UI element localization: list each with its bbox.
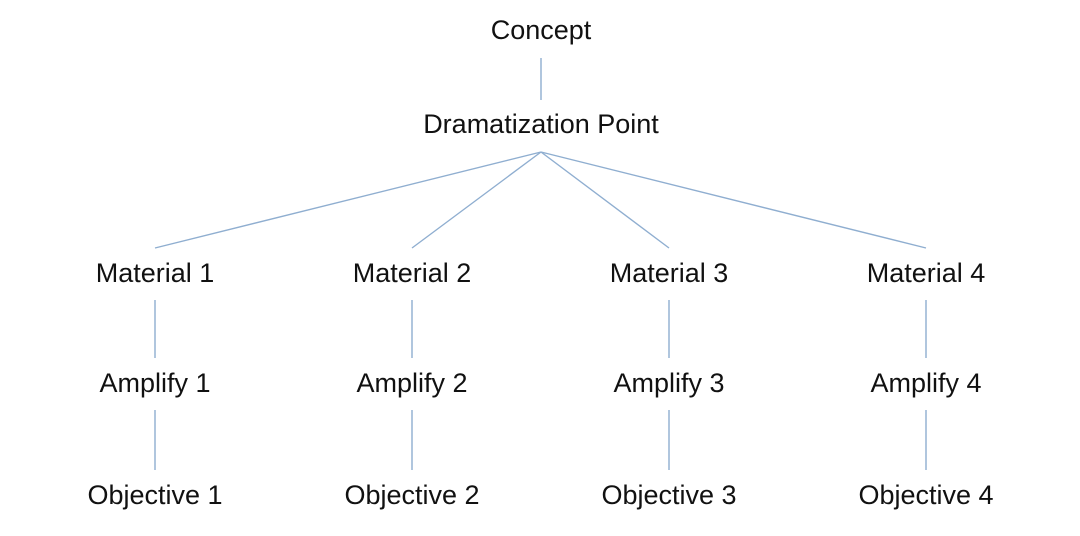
concept-node: Concept (491, 15, 592, 45)
connector-hub-to-material-2 (411, 151, 542, 249)
connector-hub-to-material-3 (540, 151, 670, 249)
objective-1-node: Objective 1 (87, 480, 222, 510)
material-4-node: Material 4 (867, 258, 986, 288)
amplify-2-node: Amplify 2 (356, 368, 467, 398)
dramatization-point-node: Dramatization Point (423, 109, 659, 139)
amplify-4-node: Amplify 4 (870, 368, 981, 398)
amplify-3-node: Amplify 3 (613, 368, 724, 398)
connector-hub-to-material-4 (540, 151, 927, 249)
connector-hub-to-material-1 (154, 151, 542, 249)
objective-3-node: Objective 3 (601, 480, 736, 510)
material-2-node: Material 2 (353, 258, 472, 288)
objective-2-node: Objective 2 (344, 480, 479, 510)
objective-4-node: Objective 4 (858, 480, 993, 510)
material-3-node: Material 3 (610, 258, 729, 288)
material-1-node: Material 1 (96, 258, 215, 288)
amplify-1-node: Amplify 1 (99, 368, 210, 398)
